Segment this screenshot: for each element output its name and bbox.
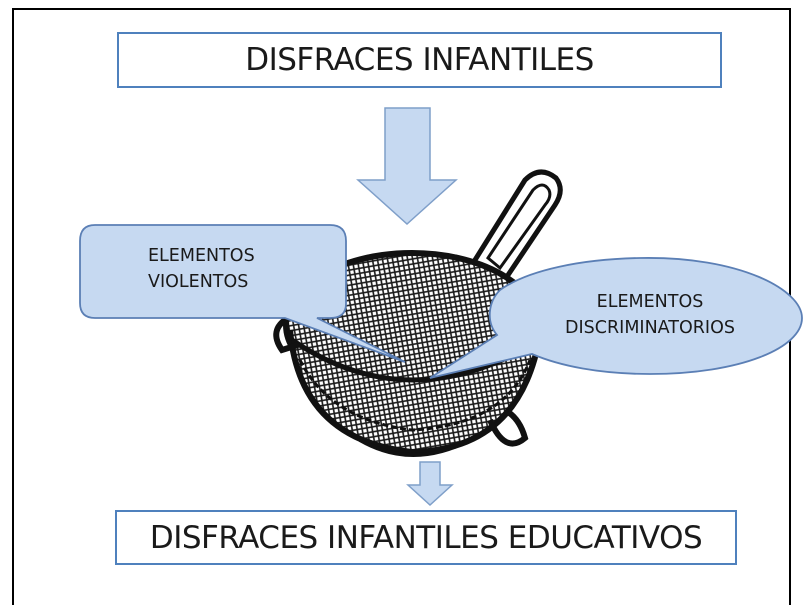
- callout-violent-line1: ELEMENTOS: [148, 246, 255, 266]
- bottom-title-label: DISFRACES INFANTILES EDUCATIVOS: [149, 519, 703, 556]
- bottom-title-box: [115, 510, 737, 565]
- callout-violent: [79, 224, 406, 363]
- callout-discriminatory-line2: DISCRIMINATORIOS: [565, 318, 735, 338]
- callout-discriminatory-line1: ELEMENTOS: [596, 292, 704, 312]
- callout-discriminatory: [429, 257, 803, 379]
- callout-discriminatory-text: ELEMENTOS DISCRIMINATORIOS: [540, 289, 760, 341]
- callout-violent-text: ELEMENTOS VIOLENTOS: [148, 243, 255, 295]
- callout-violent-line2: VIOLENTOS: [148, 272, 249, 292]
- down-arrow-top: [356, 107, 458, 226]
- top-title-label: DISFRACES INFANTILES: [245, 42, 594, 78]
- top-title-box: [117, 32, 722, 88]
- down-arrow-bottom: [406, 461, 454, 507]
